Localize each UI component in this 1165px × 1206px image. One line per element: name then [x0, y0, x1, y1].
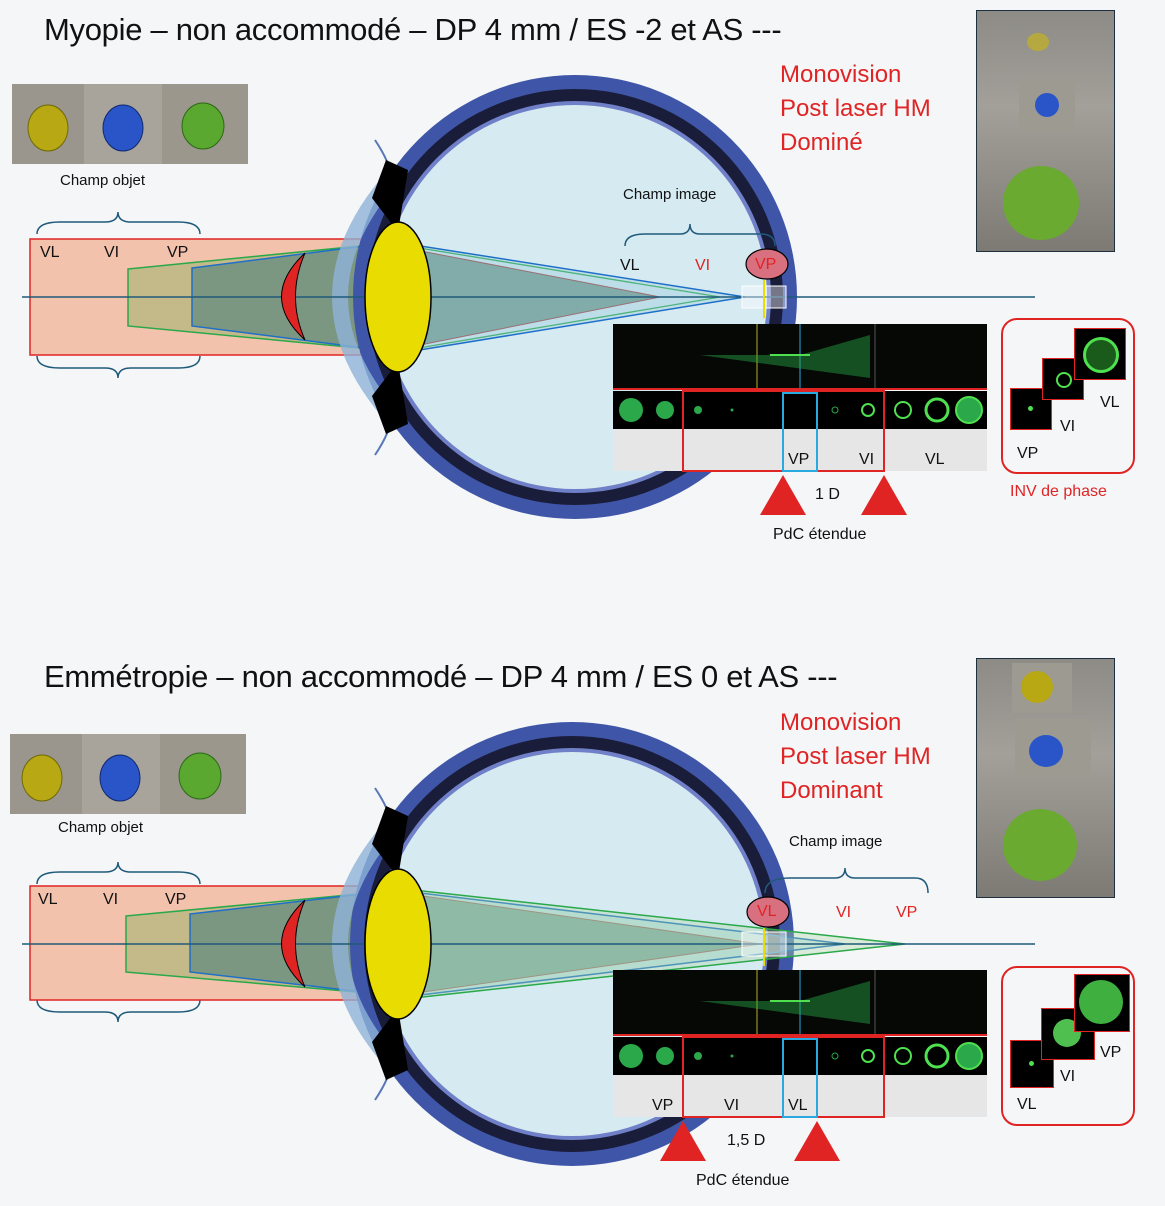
- note-line-2: Post laser HM: [780, 95, 931, 122]
- note-line-2: Post laser HM: [780, 743, 931, 770]
- object-thumbnails: [12, 84, 248, 164]
- panel-emmetropie: Emmétropie – non accommodé – DP 4 mm / E…: [0, 648, 1165, 1206]
- psf-thumb-vp: [1074, 974, 1130, 1032]
- panel-myopie: Myopie – non accommodé – DP 4 mm / ES -2…: [0, 0, 1165, 600]
- inv-label-vi: VI: [1060, 418, 1076, 435]
- dioptric-range: 1 D: [815, 486, 840, 503]
- iris-bottom: [372, 1008, 408, 1080]
- note-line-3: Dominé: [780, 129, 863, 156]
- psf-thumb-vi: [1042, 358, 1084, 400]
- eye-diagram: [12, 75, 1035, 519]
- crystalline-lens: [364, 221, 432, 373]
- caustic-strip: [613, 970, 987, 1036]
- crystalline-lens: [364, 868, 432, 1020]
- note-line-3: Dominant: [780, 777, 883, 804]
- blue-marble: [1019, 81, 1075, 133]
- object-brace-top: [36, 211, 201, 235]
- object-label-vi: VI: [104, 244, 120, 261]
- inv-caption: INV de phase: [1010, 483, 1107, 500]
- object-brace-bottom: [36, 355, 201, 379]
- object-brace-bottom: [36, 999, 201, 1023]
- image-brace: [764, 867, 929, 894]
- pdc-marker-left: [760, 475, 806, 515]
- inv-label-vl: VL: [1100, 394, 1120, 411]
- object-label-vp: VP: [167, 244, 189, 261]
- blue-marble: [102, 104, 144, 152]
- psf-strip: [613, 390, 987, 472]
- dioptric-range: 1,5 D: [727, 1132, 766, 1149]
- marbles-photo: [976, 10, 1115, 252]
- green-marble: [1003, 166, 1079, 240]
- strip-label-vp: VP: [788, 451, 810, 468]
- strip-label-vi: VI: [724, 1097, 740, 1114]
- psf-thumb-vl: [1074, 328, 1126, 380]
- strip-label-vi: VI: [859, 451, 875, 468]
- image-label-vi: VI: [695, 257, 711, 274]
- yellow-marble: [1012, 663, 1072, 713]
- inv-label-vp: VP: [1100, 1044, 1122, 1061]
- green-marble: [181, 102, 225, 150]
- phase-inversion-box: VP VI VL: [1001, 318, 1135, 474]
- green-marble: [1003, 809, 1077, 881]
- caustic-strip: [613, 324, 987, 390]
- strip-label-vl: VL: [925, 451, 945, 468]
- fovea-marker: [745, 248, 789, 280]
- yellow-marble: [27, 104, 69, 152]
- pdc-marker-right: [794, 1121, 840, 1161]
- image-label-vl: VL: [757, 903, 777, 920]
- champ-image-label: Champ image: [789, 833, 883, 850]
- iris-bottom: [372, 362, 408, 434]
- strip-label-vl: VL: [788, 1097, 808, 1114]
- object-brace-top: [36, 861, 201, 885]
- note-line-1: Monovision: [780, 61, 902, 88]
- corrective-lens: [281, 252, 306, 341]
- inv-label-vl: VL: [1017, 1096, 1037, 1113]
- near-focus-box: [782, 1038, 818, 1118]
- panel-title: Myopie – non accommodé – DP 4 mm / ES -2…: [44, 12, 782, 47]
- psf-strip: [613, 1036, 987, 1118]
- object-label-vl: VL: [40, 244, 60, 261]
- champ-objet-label: Champ objet: [60, 172, 146, 189]
- object-thumbnails: [10, 734, 246, 814]
- image-label-vp: VP: [896, 904, 918, 921]
- strip-label-vp: VP: [652, 1097, 674, 1114]
- blue-marble: [99, 754, 141, 802]
- inv-label-vp: VP: [1017, 445, 1039, 462]
- pdc-marker-right: [861, 475, 907, 515]
- image-brace: [624, 223, 776, 247]
- image-label-vl: VL: [620, 257, 640, 274]
- champ-objet-label: Champ objet: [58, 819, 144, 836]
- note-line-1: Monovision: [780, 709, 902, 736]
- object-label-vl: VL: [38, 891, 58, 908]
- iris-top: [372, 806, 408, 878]
- iris-top: [372, 160, 408, 232]
- near-focus-box: [782, 392, 818, 472]
- eye-diagram: [10, 722, 1035, 1166]
- object-label-vi: VI: [103, 891, 119, 908]
- fovea-marker: [746, 896, 790, 928]
- object-label-vp: VP: [165, 891, 187, 908]
- green-marble: [178, 752, 222, 800]
- pdc-marker-left: [660, 1121, 706, 1161]
- yellow-marble: [1027, 33, 1049, 51]
- phase-inversion-box: VL VI VP: [1001, 966, 1135, 1126]
- image-label-vp: VP: [755, 256, 777, 273]
- pdc-label: PdC étendue: [696, 1172, 790, 1189]
- yellow-marble: [21, 754, 63, 802]
- pdc-label: PdC étendue: [773, 526, 867, 543]
- corrective-lens: [281, 899, 306, 988]
- psf-thumb-vl: [1010, 1040, 1054, 1088]
- inv-label-vi: VI: [1060, 1068, 1076, 1085]
- image-label-vi: VI: [836, 904, 852, 921]
- champ-image-label: Champ image: [623, 186, 717, 203]
- panel-title: Emmétropie – non accommodé – DP 4 mm / E…: [44, 659, 838, 694]
- blue-marble: [1015, 719, 1091, 777]
- marbles-photo: [976, 658, 1115, 898]
